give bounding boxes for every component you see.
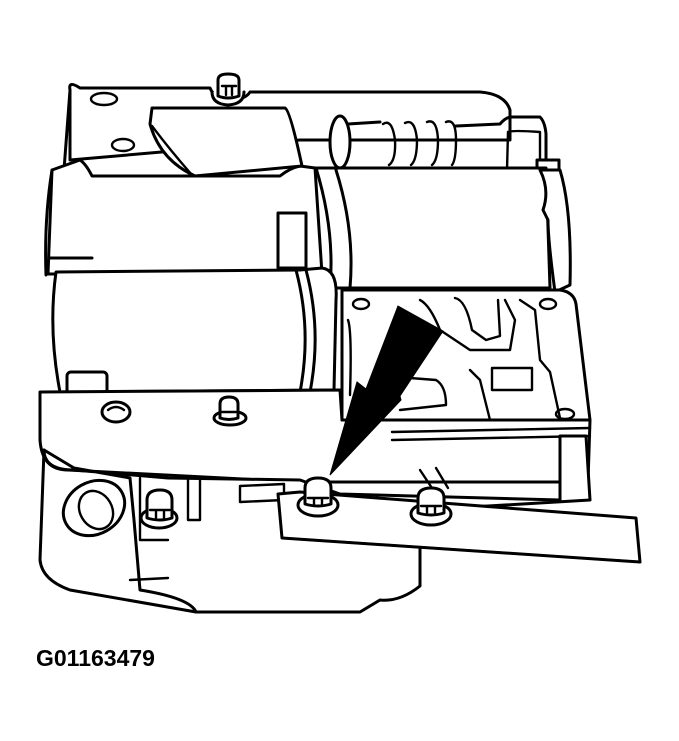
guide-bar	[276, 466, 642, 564]
solenoid-upper-right	[314, 166, 572, 294]
figure-id-caption: G01163479	[36, 645, 155, 671]
bolt-center	[212, 395, 248, 427]
callout-arrow-icon	[329, 305, 444, 476]
bolt-target	[296, 476, 340, 518]
bolt-top	[210, 72, 246, 107]
bolt-lower-right	[409, 486, 453, 527]
solenoid-lower-left	[51, 266, 338, 396]
bolt-lower-left	[139, 488, 179, 530]
solenoid-housing-upper	[44, 106, 324, 277]
